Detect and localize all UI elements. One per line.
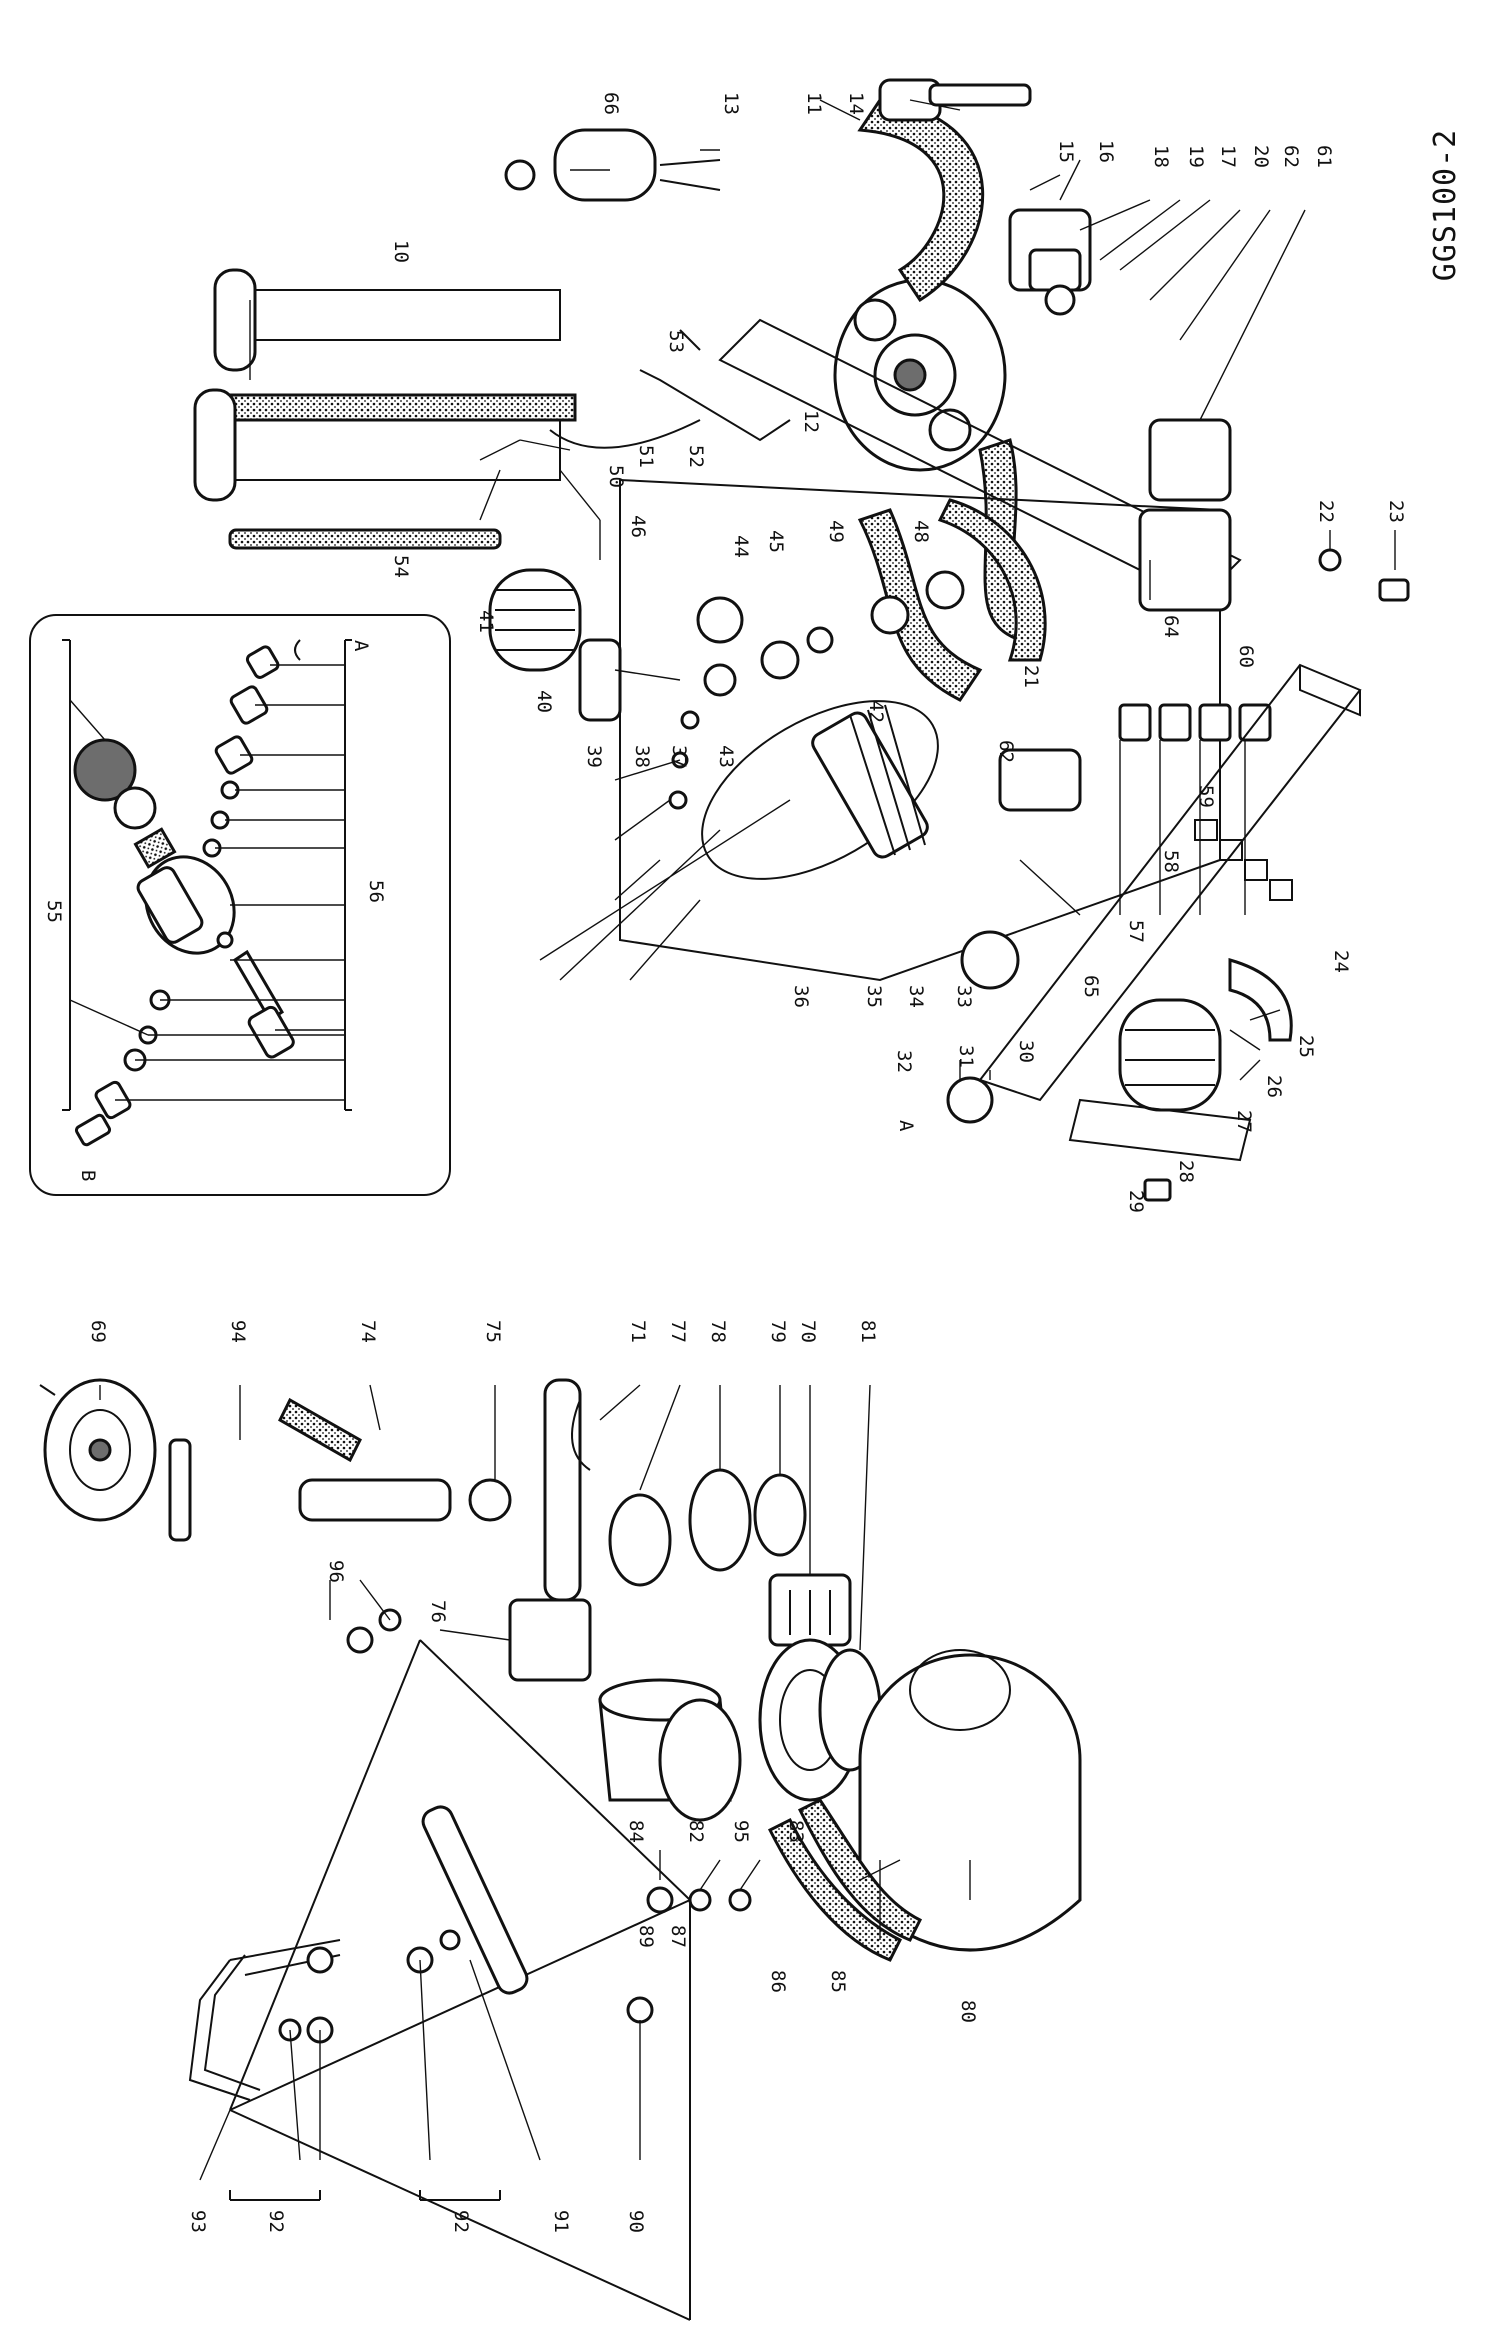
ref-77: 77: [667, 1320, 689, 1343]
lower-assembly: [39, 1378, 1082, 2321]
ref-42: 42: [865, 700, 887, 723]
ref-64: 64: [1160, 615, 1182, 638]
ref-85: 85: [827, 1970, 849, 1993]
ref-40: 40: [533, 690, 555, 713]
ref-92a: 92: [265, 2210, 287, 2233]
ref-18: 18: [1150, 145, 1172, 168]
ref-62a: 62: [1280, 145, 1302, 168]
ref-44: 44: [730, 535, 752, 558]
ref-82: 82: [685, 1820, 707, 1843]
ref-58: 58: [1160, 850, 1182, 873]
ref-16: 16: [1095, 140, 1117, 163]
ref-90: 90: [625, 2210, 647, 2233]
ref-34: 34: [905, 985, 927, 1008]
ref-11: 11: [803, 92, 825, 115]
ref-A-upper: A: [895, 1120, 917, 1132]
ref-70: 70: [797, 1320, 819, 1343]
ref-26: 26: [1263, 1075, 1285, 1098]
ref-53: 53: [665, 330, 687, 353]
ref-48: 48: [910, 520, 932, 543]
ref-49: 49: [825, 520, 847, 543]
ref-83: 83: [785, 1820, 807, 1843]
ref-33: 33: [953, 985, 975, 1008]
ref-81: 81: [857, 1320, 879, 1343]
ref-80: 80: [957, 2000, 979, 2023]
ref-71: 71: [627, 1320, 649, 1343]
ref-28: 28: [1175, 1160, 1197, 1183]
upper-assembly: [193, 78, 1410, 1202]
ref-66: 66: [600, 92, 622, 115]
ref-61: 61: [1313, 145, 1335, 168]
ref-10: 10: [390, 240, 412, 263]
ref-12: 12: [800, 410, 822, 433]
ref-52: 52: [685, 445, 707, 468]
ref-54: 54: [390, 555, 412, 578]
ref-69: 69: [87, 1320, 109, 1343]
ref-62b: 62: [995, 740, 1017, 763]
ref-19: 19: [1185, 145, 1207, 168]
ref-24: 24: [1330, 950, 1352, 973]
ref-36: 36: [790, 985, 812, 1008]
ref-21: 21: [1020, 665, 1042, 688]
ref-30: 30: [1015, 1040, 1037, 1063]
ref-76: 76: [427, 1600, 449, 1623]
ref-84: 84: [625, 1820, 647, 1843]
upper-labels: 66 13 11 14 15 16 18 19 17 20 62 61 10 5…: [390, 92, 1407, 1213]
ref-32: 32: [893, 1050, 915, 1073]
ref-94: 94: [227, 1320, 249, 1343]
ref-59: 59: [1195, 785, 1217, 808]
ref-86: 86: [767, 1970, 789, 1993]
ref-25: 25: [1295, 1035, 1317, 1058]
ref-55: 55: [43, 900, 65, 923]
ref-91: 91: [550, 2210, 572, 2233]
ref-27: 27: [1233, 1110, 1255, 1133]
ref-46: 46: [627, 515, 649, 538]
ref-15: 15: [1055, 140, 1077, 163]
ref-13: 13: [720, 92, 742, 115]
ref-96: 96: [325, 1560, 347, 1583]
ref-65: 65: [1080, 975, 1102, 998]
ref-23: 23: [1385, 500, 1407, 523]
ref-29: 29: [1125, 1190, 1147, 1213]
drawing-code: GGS100-2: [1428, 129, 1463, 282]
ref-50: 50: [605, 465, 627, 488]
ref-41: 41: [475, 610, 497, 633]
ref-39: 39: [583, 745, 605, 768]
ref-57: 57: [1125, 920, 1147, 943]
ref-60: 60: [1235, 645, 1257, 668]
inset-detail-box: [29, 614, 451, 1196]
ref-75: 75: [482, 1320, 504, 1343]
ref-20: 20: [1250, 145, 1272, 168]
ref-31: 31: [955, 1045, 977, 1068]
ref-95: 95: [730, 1820, 752, 1843]
ref-A: A: [350, 640, 372, 652]
ref-45: 45: [765, 530, 787, 553]
ref-93: 93: [187, 2210, 209, 2233]
ref-51: 51: [635, 445, 657, 468]
ref-17: 17: [1217, 145, 1239, 168]
ref-43: 43: [715, 745, 737, 768]
ref-22: 22: [1315, 500, 1337, 523]
ref-14: 14: [845, 92, 867, 115]
lower-labels: 69 94 74 75 71 77 78 79 70 81 76 96 84 8…: [87, 1320, 979, 2233]
ref-78: 78: [707, 1320, 729, 1343]
ref-56: 56: [365, 880, 387, 903]
ref-35: 35: [863, 985, 885, 1008]
ref-89: 89: [635, 1925, 657, 1948]
ref-B: B: [77, 1170, 99, 1181]
ref-37: 37: [668, 745, 690, 768]
ref-92b: 92: [450, 2210, 472, 2233]
ref-74: 74: [357, 1320, 379, 1343]
ref-38: 38: [631, 745, 653, 768]
ref-87: 87: [667, 1925, 689, 1948]
ref-79: 79: [767, 1320, 789, 1343]
